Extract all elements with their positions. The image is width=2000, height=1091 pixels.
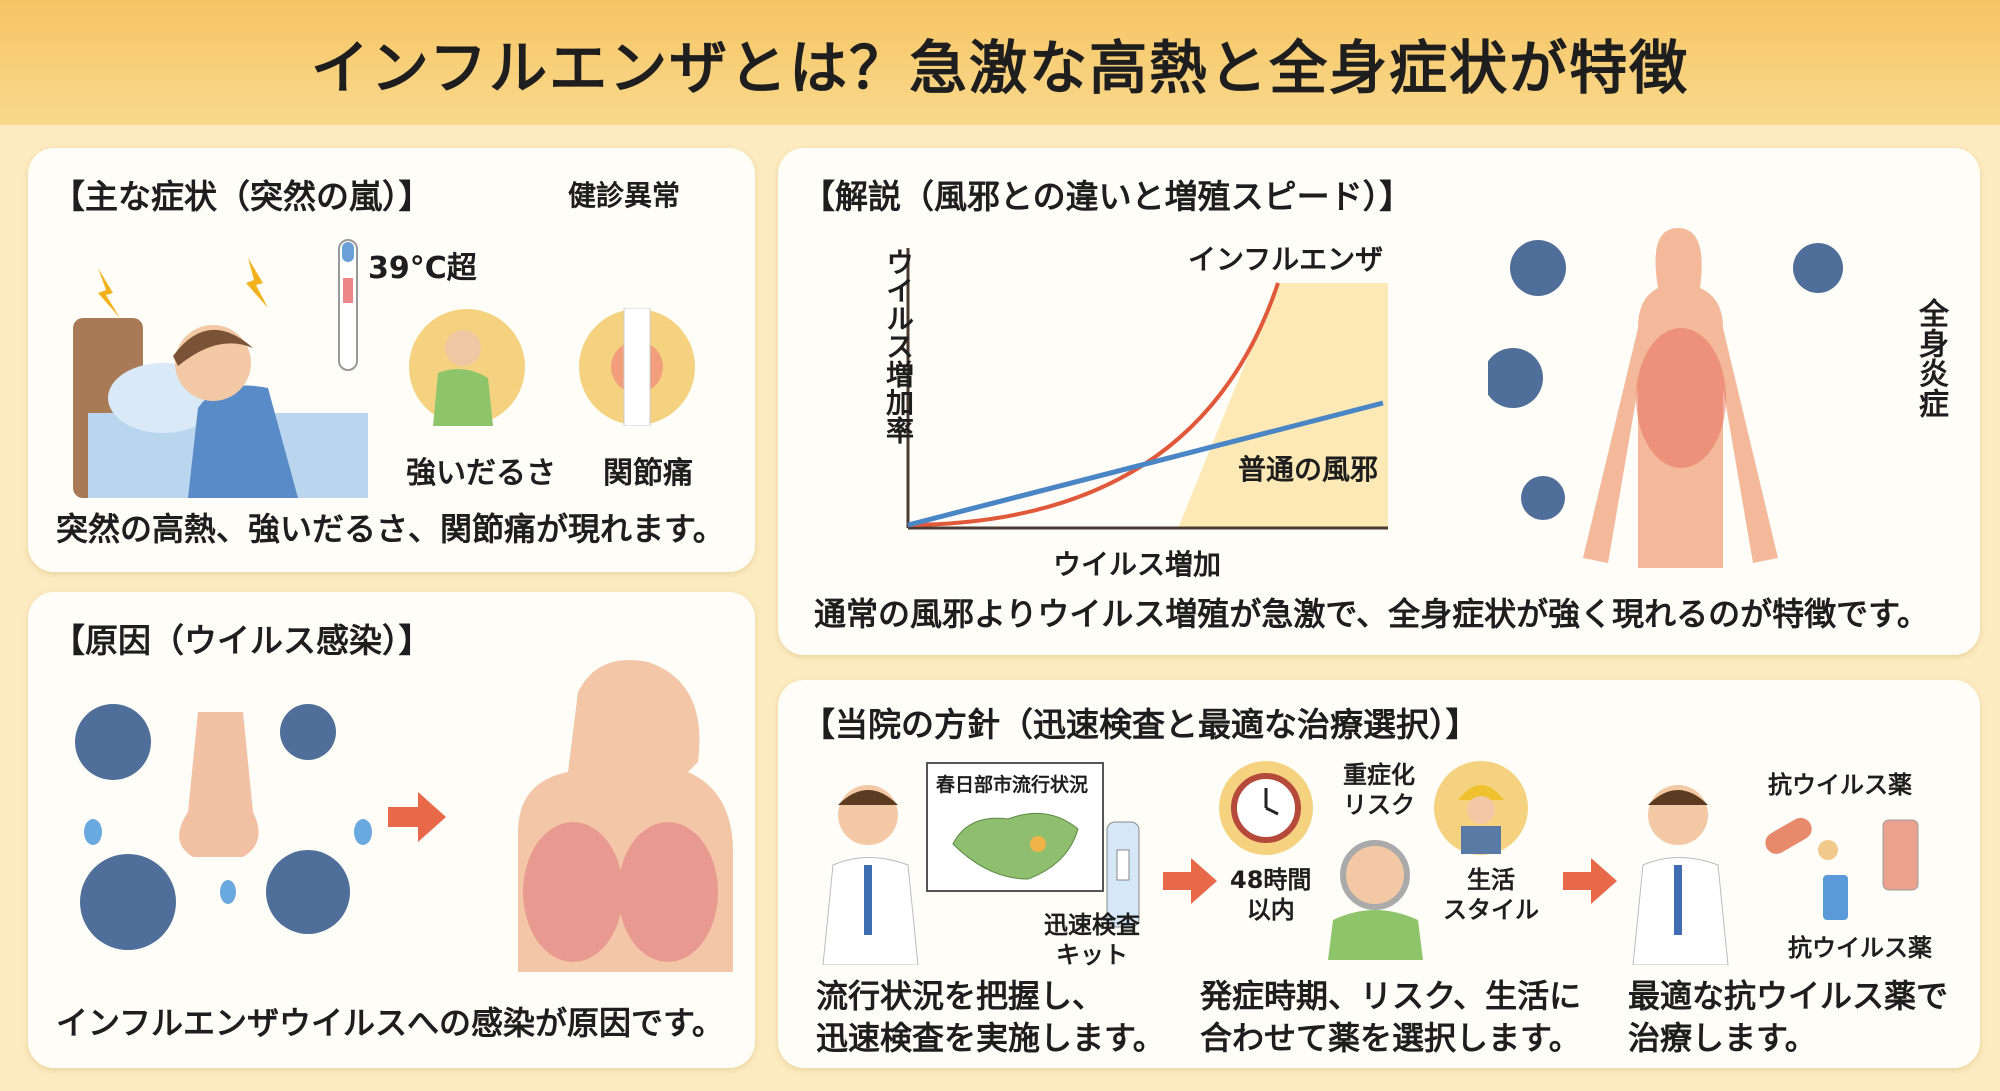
doctor-illustration (822, 785, 919, 965)
test-kit-label: 迅速検査 キット (1044, 911, 1140, 969)
antiviral-label-1: 抗ウイルス薬 (1768, 771, 1912, 799)
policy-heading: 【当院の方針（迅速検査と最適な治療選択）】 (802, 705, 1479, 744)
body-inflammation-illustration (1488, 228, 1843, 568)
cause-caption: インフルエンザウイルスへの感染が原因です。 (56, 1004, 724, 1042)
fever-label: 39°C超 (368, 251, 477, 286)
fatigue-illustration (409, 309, 525, 426)
arrow-icon (1563, 858, 1617, 904)
growth-area (908, 283, 1388, 528)
risk-label: 重症化 リスク (1343, 761, 1415, 819)
respiratory-illustration (518, 660, 733, 972)
policy-panel: 【当院の方針（迅速検査と最適な治療選択）】 春日部市流行状況 迅速検査 キット … (778, 680, 1980, 1068)
thermometer-icon (338, 239, 358, 371)
x-axis-label: ウイルス増加 (1053, 548, 1222, 581)
symptoms-panel: 【主な症状（突然の嵐）】 健診異常 39°C超 強いだるさ 関節痛 突然の高熱、… (28, 148, 755, 572)
lightning-icon (246, 258, 268, 308)
series-cold-line (907, 400, 1384, 528)
page-title: インフルエンザとは？急激な高熱と全身症状が特徴 (0, 0, 2000, 125)
y-axis-label: ウイルス増加率 (882, 248, 915, 444)
virus-icon (75, 704, 350, 950)
side-label: 健診異常 (568, 179, 681, 212)
medicine-icon (1765, 817, 1919, 920)
cause-panel: 【原因（ウイルス感染）】 インフルエンザウイルスへの感染が原因です。 (28, 592, 755, 1068)
lifestyle-label: 生活 スタイル (1443, 866, 1539, 924)
virus-nose-illustration (75, 704, 372, 950)
symptoms-heading: 【主な症状（突然の嵐）】 (52, 177, 432, 216)
symptoms-caption: 突然の高熱、強いだるさ、関節痛が現れます。 (56, 510, 725, 548)
explain-caption: 通常の風邪よりウイルス増殖が急激で、全身症状が強く現れるのが特徴です。 (814, 595, 1929, 633)
map-title: 春日部市流行状況 (936, 774, 1089, 796)
cause-heading: 【原因（ウイルス感染）】 (52, 621, 432, 660)
arrow-icon (388, 792, 446, 842)
policy-caption-3: 最適な抗ウイルス薬で 治療します。 (1628, 977, 1949, 1057)
policy-caption-1: 流行状況を把握し、 迅速検査を実施します。 (816, 977, 1165, 1057)
antiviral-label-2: 抗ウイルス薬 (1788, 934, 1932, 962)
lightning-icon (98, 268, 120, 318)
policy-caption-2: 発症時期、リスク、生活に 合わせて薬を選択します。 (1200, 977, 1582, 1057)
body-label: 全身炎症 (1913, 298, 1948, 418)
worker-icon (1434, 761, 1528, 855)
doctor-illustration (1632, 785, 1729, 965)
arrow-icon (1163, 858, 1217, 904)
legend-influenza: インフルエンザ (1188, 243, 1384, 276)
explain-heading: 【解説（風邪との違いと増殖スピード）】 (802, 177, 1413, 216)
joint-pain-illustration (579, 308, 695, 426)
clock-icon (1219, 761, 1313, 855)
sick-in-bed-illustration (73, 258, 368, 498)
growth-chart (906, 248, 1388, 530)
legend-cold: 普通の風邪 (1238, 453, 1379, 486)
elderly-person-illustration (1328, 840, 1423, 960)
fatigue-label: 強いだるさ (406, 456, 556, 491)
explain-panel: 【解説（風邪との違いと増殖スピード）】 ウイルス増加率 インフルエンザ 普通の風… (778, 148, 1980, 655)
test-kit-icon (1106, 821, 1140, 928)
joint-pain-label: 関節痛 (603, 456, 693, 491)
epidemic-map: 春日部市流行状況 (926, 762, 1104, 892)
time-label: 48時間 以内 (1230, 866, 1312, 924)
